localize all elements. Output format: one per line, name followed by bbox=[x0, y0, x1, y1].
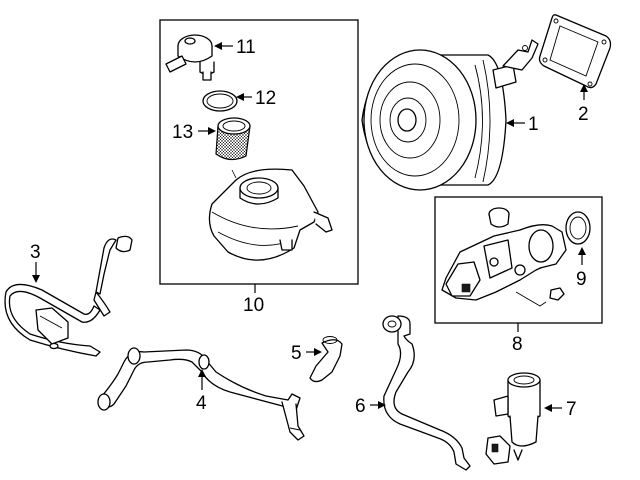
reservoir-o-ring[interactable] bbox=[202, 90, 238, 112]
vacuum-pump[interactable] bbox=[485, 372, 541, 465]
vacuum-line[interactable] bbox=[97, 347, 305, 441]
brake-booster[interactable] bbox=[361, 39, 539, 191]
brake-fluid-reservoir[interactable] bbox=[208, 168, 333, 261]
reservoir-group-box bbox=[159, 19, 359, 285]
callout-3: 3 bbox=[30, 242, 41, 263]
callout-2: 2 bbox=[578, 104, 589, 125]
callout-1: 1 bbox=[528, 114, 539, 135]
vacuum-hose-with-sensor[interactable] bbox=[4, 235, 133, 357]
callout-13: 13 bbox=[172, 122, 193, 143]
callout-12: 12 bbox=[255, 88, 276, 109]
leader-lines bbox=[32, 42, 588, 412]
hose-elbow[interactable] bbox=[309, 336, 343, 383]
callout-6: 6 bbox=[355, 396, 366, 417]
callout-7: 7 bbox=[566, 399, 577, 420]
callout-10: 10 bbox=[243, 295, 264, 316]
valve-o-ring[interactable] bbox=[565, 211, 591, 245]
reservoir-cap[interactable] bbox=[165, 34, 215, 81]
valve-assembly[interactable] bbox=[441, 207, 567, 307]
callout-11: 11 bbox=[236, 37, 256, 58]
callout-9: 9 bbox=[576, 269, 587, 290]
callout-5: 5 bbox=[291, 343, 302, 364]
callout-8: 8 bbox=[512, 334, 523, 355]
vacuum-hose[interactable] bbox=[382, 315, 471, 471]
reservoir-filter[interactable] bbox=[215, 117, 251, 161]
callout-4: 4 bbox=[196, 393, 207, 414]
booster-gasket[interactable] bbox=[538, 14, 612, 89]
